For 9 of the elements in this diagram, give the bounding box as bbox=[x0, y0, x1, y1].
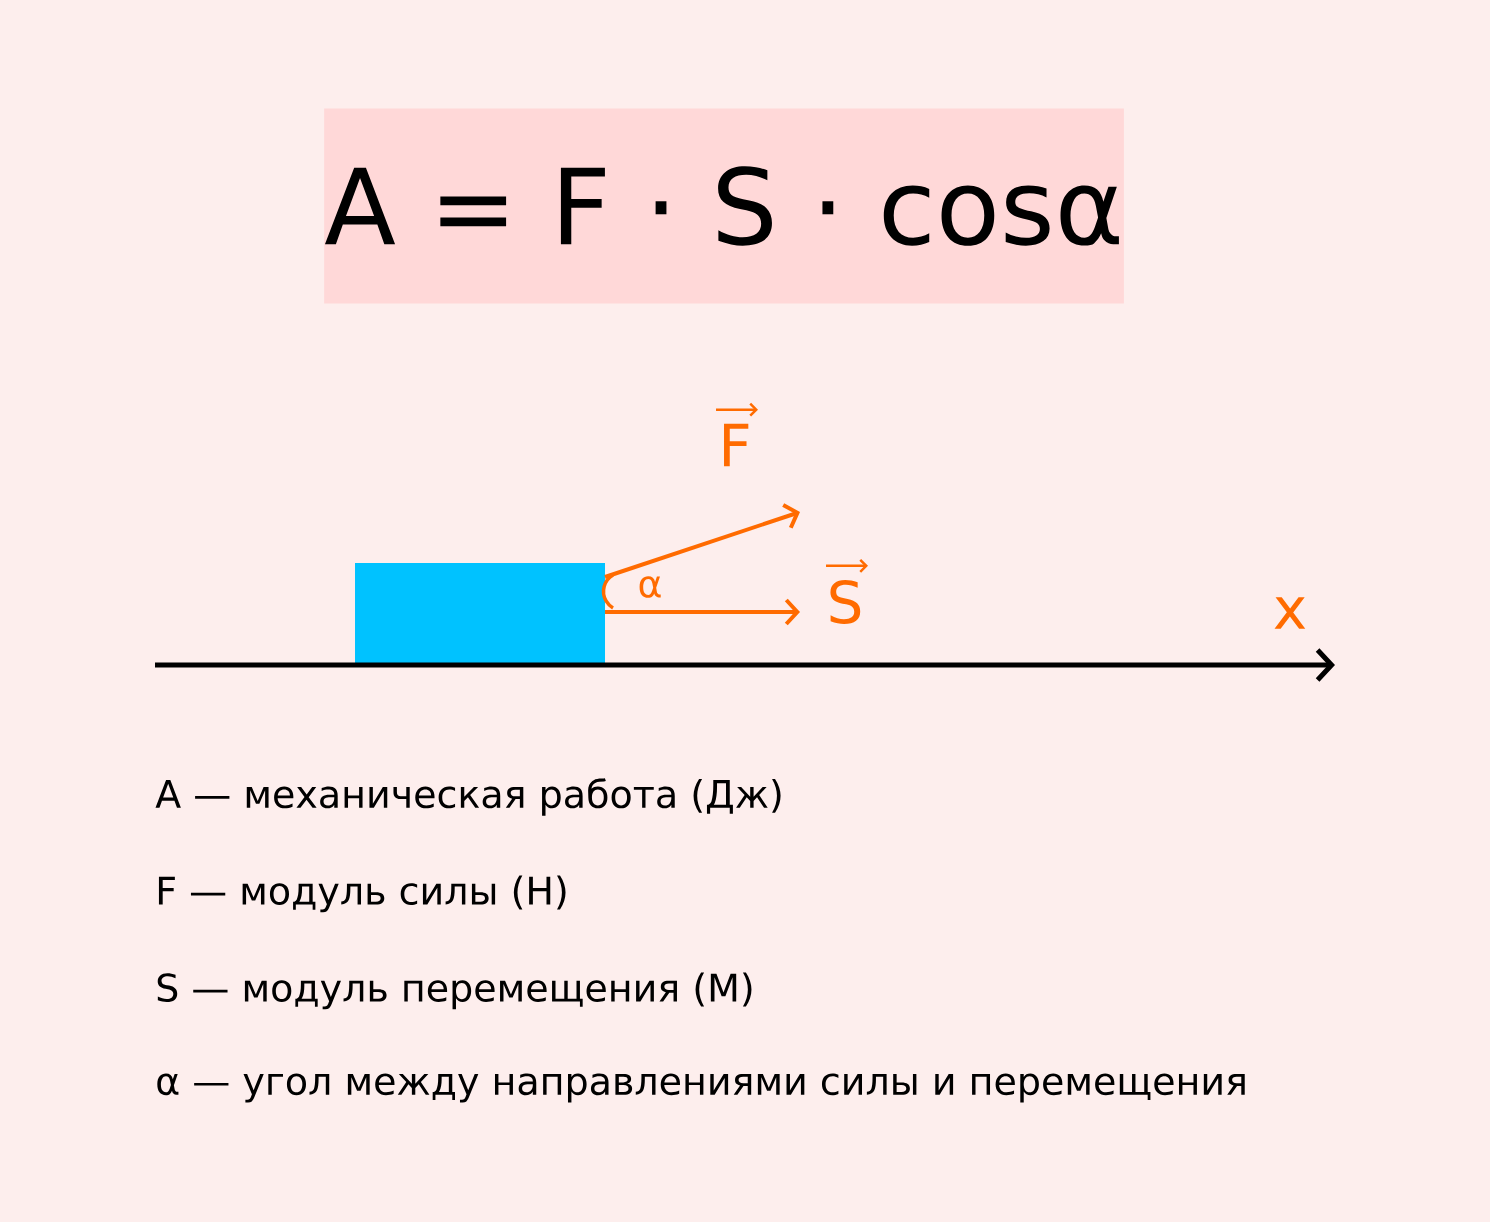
definition-text: F — модуль силы (Н) bbox=[158, 875, 566, 913]
definition-text: S — модуль перемещения (М) bbox=[157, 972, 752, 1010]
vector-label: F bbox=[716, 402, 758, 467]
formula-box: A = F · S · cosα bbox=[324, 108, 1124, 304]
definition-text: A — механическая работа (Дж) bbox=[155, 778, 781, 816]
symbol-label: α bbox=[639, 576, 661, 598]
vector-label: S bbox=[826, 558, 868, 624]
definition-text: α — угол между направлениями силы и перемещения bbox=[157, 1073, 1245, 1103]
symbol-label: x bbox=[1274, 597, 1306, 629]
